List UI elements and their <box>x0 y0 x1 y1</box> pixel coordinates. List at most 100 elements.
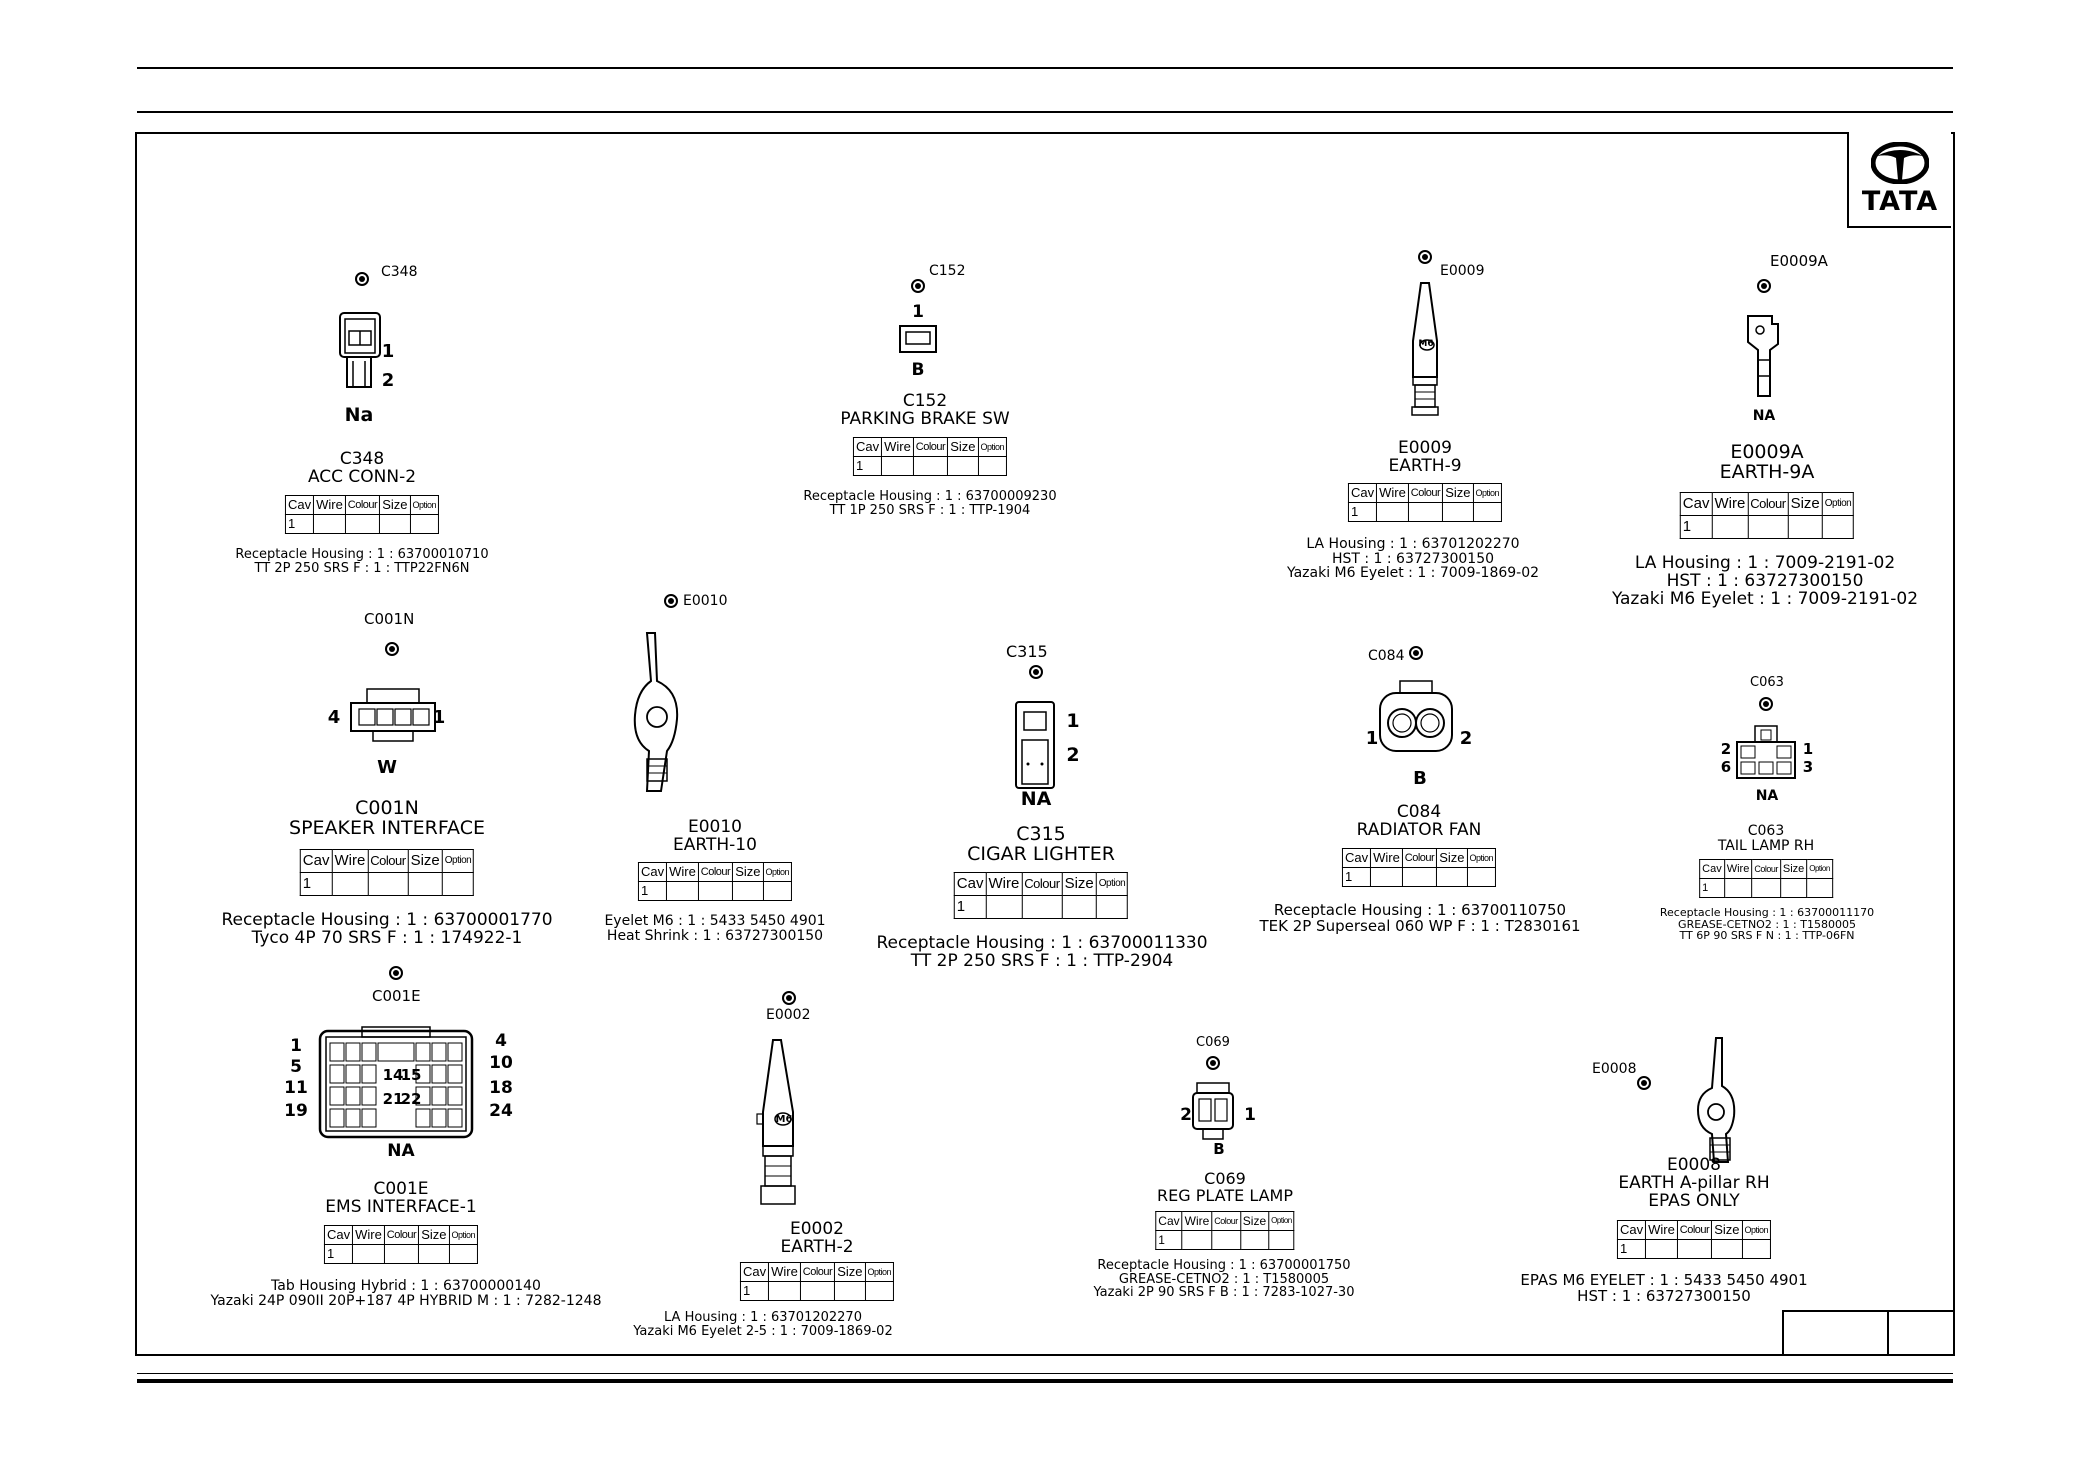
connector-colour-code: W <box>377 757 397 778</box>
part-line: GREASE-CETNO2 : 1 : T1580005 <box>1118 1271 1330 1287</box>
connector-description: EARTH-9 <box>1388 455 1462 476</box>
part-line: Receptacle Housing : 1 : 63700011330 <box>876 933 1208 953</box>
pin-label: 24 <box>489 1101 513 1121</box>
connector-title: C315 CIGAR LIGHTER <box>967 823 1115 865</box>
part-line: EPAS M6 EYELET : 1 : 5433 5450 4901 <box>1520 1271 1808 1289</box>
pin-label: 5 <box>290 1057 302 1077</box>
location-marker-icon <box>355 272 369 286</box>
pin-label: 2 <box>1459 728 1473 749</box>
part-line: HST : 1 : 63727300150 <box>1331 550 1495 567</box>
connector-id: E0009 <box>1440 263 1485 279</box>
second-rule <box>137 111 1953 113</box>
eyelet-size-label: M6 <box>775 1114 793 1125</box>
part-line: LA Housing : 1 : 63701202270 <box>1306 536 1520 552</box>
connector-description: EARTH A-pillar RH <box>1618 1172 1770 1193</box>
part-list: Receptacle Housing : 1 : 63700110750 TEK… <box>1259 902 1580 935</box>
connector-title-id: E0009 <box>1397 438 1453 458</box>
connector-note: EPAS ONLY <box>1648 1190 1740 1211</box>
connector-colour-code: NA <box>1752 408 1776 424</box>
connector-c063-drawing <box>1736 725 1796 779</box>
bottom-rule-thick <box>137 1379 1953 1383</box>
part-list: LA Housing : 1 : 7009-2191-02 HST : 1 : … <box>1612 554 1918 609</box>
connector-description: REG PLATE LAMP <box>1157 1185 1293 1205</box>
connector-id: E0008 <box>1592 1061 1637 1077</box>
connector-title-id: C001N <box>355 797 419 819</box>
table-row: 1 <box>1679 515 1855 539</box>
pin-label: 2 <box>1180 1105 1192 1125</box>
table-row: 1 <box>739 1281 895 1301</box>
drawing-frame <box>135 132 1955 1356</box>
connector-title: E0010 EARTH-10 <box>673 818 757 855</box>
pin-label: 18 <box>489 1078 513 1098</box>
connector-title-id: E0002 <box>789 1219 845 1239</box>
connector-id: C001N <box>364 610 415 628</box>
part-list: Receptacle Housing : 1 : 63700011330 TT … <box>876 933 1208 971</box>
location-marker-icon <box>389 966 403 980</box>
pin-label: 1 <box>1244 1105 1256 1125</box>
part-line: TT 2P 250 SRS F : 1 : TTP-2904 <box>910 950 1174 971</box>
connector-description: RADIATOR FAN <box>1356 819 1482 840</box>
part-line: Yazaki M6 Eyelet : 1 : 7009-1869-02 <box>1286 565 1540 582</box>
part-line: TT 2P 250 SRS F : 1 : TTP22FN6N <box>254 560 470 576</box>
table-row: 1 <box>284 514 440 534</box>
pin-label: 11 <box>284 1078 308 1098</box>
connector-title: E0008 EARTH A-pillar RH EPAS ONLY <box>1618 1156 1770 1211</box>
table-row: 1 <box>953 895 1129 919</box>
connector-title: C001N SPEAKER INTERFACE <box>289 797 485 839</box>
top-rule <box>137 67 1953 69</box>
connector-title: C152 PARKING BRAKE SW <box>840 391 1009 429</box>
title-block <box>1782 1310 1953 1354</box>
part-line: Eyelet M6 : 1 : 5433 5450 4901 <box>604 913 826 929</box>
connector-title-id: C063 <box>1747 823 1785 839</box>
part-list: Receptacle Housing : 1 : 63700011170 GRE… <box>1660 907 1874 942</box>
pin-label: 14 <box>382 1066 404 1084</box>
pin-label: 1 <box>1802 740 1814 758</box>
connector-id: E0010 <box>683 593 728 609</box>
location-marker-icon <box>1637 1076 1651 1090</box>
part-line: TT 1P 250 SRS F : 1 : TTP-1904 <box>829 502 1031 518</box>
earth-eyelet-drawing <box>1411 282 1439 416</box>
connector-title: E0009 EARTH-9 <box>1388 438 1462 476</box>
pin-label: 2 <box>1720 740 1732 758</box>
pin-label: 1 <box>290 1036 302 1056</box>
pin-label: 10 <box>489 1053 513 1073</box>
pin-label: 4 <box>327 707 341 728</box>
table-row: 1 <box>852 456 1008 476</box>
connector-c001e-drawing <box>318 1026 474 1139</box>
connector-title: E0009A EARTH-9A <box>1720 442 1815 483</box>
connector-description: SPEAKER INTERFACE <box>289 816 485 839</box>
pin-label: 4 <box>495 1031 507 1051</box>
connector-colour-code: B <box>1213 1140 1225 1158</box>
pin-label: 3 <box>1802 758 1814 776</box>
connector-title-id: C315 <box>1016 823 1066 845</box>
location-marker-icon <box>1409 646 1423 660</box>
table-row: 1 <box>1341 867 1497 887</box>
location-marker-icon <box>1759 697 1773 711</box>
part-line: Heat Shrink : 1 : 63727300150 <box>606 927 824 944</box>
part-line: Tyco 4P 70 SRS F : 1 : 174922-1 <box>251 927 523 948</box>
location-marker-icon <box>1029 665 1043 679</box>
part-line: Receptacle Housing : 1 : 63700011170 <box>1659 906 1875 919</box>
part-line: Yazaki M6 Eyelet 2-5 : 1 : 7009-1869-02 <box>633 1323 893 1339</box>
part-line: HST : 1 : 63727300150 <box>1577 1286 1751 1305</box>
location-marker-icon <box>782 991 796 1005</box>
table-row: 1 <box>1347 502 1503 522</box>
connector-title-id: C152 <box>902 391 948 411</box>
table-row: 1 <box>1616 1239 1772 1259</box>
connector-colour-code: NA <box>387 1141 415 1161</box>
part-list: Eyelet M6 : 1 : 5433 5450 4901 Heat Shri… <box>604 914 825 943</box>
earth-terminal-drawing <box>1747 315 1779 397</box>
part-list: Receptacle Housing : 1 : 63700009230 TT … <box>803 490 1056 517</box>
